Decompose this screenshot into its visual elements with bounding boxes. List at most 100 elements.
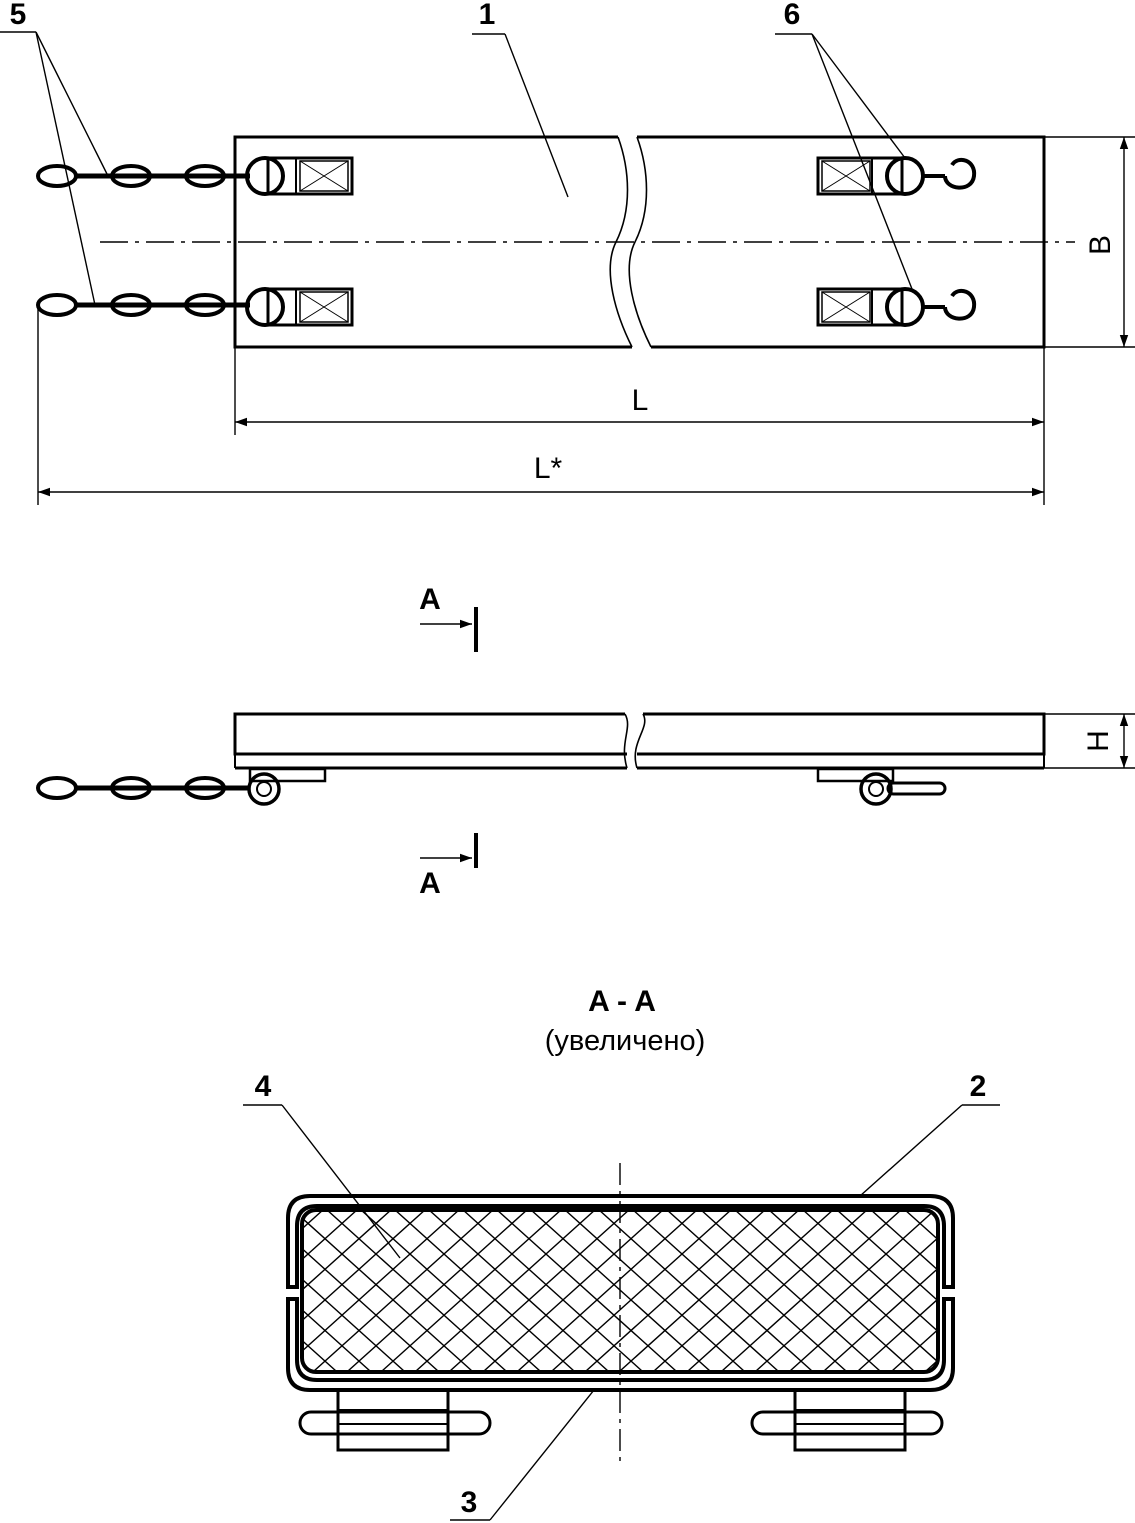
callout-2: 2: [859, 1070, 1000, 1197]
hatch-line: [0, 1200, 74, 1380]
svg-text:1: 1: [479, 0, 496, 31]
side-view: H A A: [36, 583, 1135, 900]
svg-text:A: A: [419, 867, 441, 900]
hatch-line: [1030, 1200, 1135, 1380]
dimension-b-label: B: [1084, 235, 1117, 255]
fastener-side-right: [816, 767, 947, 806]
hatch-line: [996, 1200, 1135, 1380]
dimension-l-label: L: [632, 384, 649, 417]
hatch-line: [0, 1200, 40, 1380]
hatch-line: [881, 1210, 938, 1372]
dimension-h: H: [1044, 713, 1135, 769]
hatch-line: [677, 1210, 879, 1372]
hatch-line: [745, 1210, 938, 1372]
dimension-b: B: [1044, 136, 1135, 348]
dimension-l-star-label: L*: [534, 452, 563, 485]
hatch-line: [655, 1210, 857, 1372]
hatch-line: [0, 1200, 176, 1380]
hatch-line: [927, 1210, 938, 1372]
fastener-left-top: [245, 156, 354, 196]
hatch-line: [0, 1200, 142, 1380]
hatch-line: [349, 1210, 551, 1372]
hatch-line: [405, 1210, 607, 1372]
hatch-line: [984, 1200, 1135, 1380]
fastener-left-bottom: [245, 287, 354, 327]
hatch-line: [302, 1210, 347, 1372]
hatch-line: [621, 1210, 823, 1372]
svg-text:3: 3: [461, 1486, 478, 1519]
callout-3: 3: [450, 1389, 595, 1521]
cover-shell: [286, 1194, 955, 1289]
hatch-line: [643, 1210, 845, 1372]
hatch-line: [78, 1200, 278, 1380]
break-line-left: [623, 713, 629, 769]
hatch-line: [451, 1210, 653, 1372]
hatch-line: [893, 1210, 938, 1372]
hatch-line: [302, 1210, 381, 1372]
hatch-line: [417, 1210, 619, 1372]
section-subtitle: (увеличено): [545, 1025, 706, 1057]
hatch-line: [302, 1210, 403, 1372]
callout-6: 6: [775, 0, 913, 290]
section-marker-top: A: [419, 583, 478, 652]
dimension-h-label: H: [1082, 730, 1115, 752]
hatch-line: [553, 1210, 755, 1372]
mat-body-left: [233, 135, 632, 349]
hatch-line: [962, 1200, 1135, 1380]
section-marker-bottom: A: [419, 833, 478, 900]
hatch-line: [337, 1210, 539, 1372]
hatch-line: [315, 1210, 517, 1372]
fastener-right-top: [816, 156, 977, 196]
hatch-line: [1086, 1200, 1135, 1380]
hatch-line: [302, 1210, 449, 1372]
svg-text:6: 6: [784, 0, 801, 31]
hatch-line: [779, 1210, 938, 1372]
hook-icon: [943, 157, 977, 190]
hatch-line: [44, 1200, 244, 1380]
hatch-line: [757, 1210, 938, 1372]
hatch-line: [303, 1210, 505, 1372]
chain-top: [36, 164, 250, 188]
svg-text:4: 4: [255, 1070, 272, 1103]
break-line-right: [634, 713, 646, 769]
hatch-line: [587, 1210, 789, 1372]
hatch-line: [813, 1210, 938, 1372]
dimension-l: L: [234, 347, 1045, 505]
hatch-line: [791, 1210, 938, 1372]
section-title: A - A: [588, 985, 656, 1018]
hatch-line: [302, 1210, 437, 1372]
plan-view: L L* B 5 1 6: [0, 0, 1135, 505]
hatch-line: [473, 1210, 675, 1372]
hatch-line: [689, 1210, 891, 1372]
hatch-line: [723, 1210, 925, 1372]
hatch-line: [609, 1210, 811, 1372]
hatch-line: [859, 1210, 938, 1372]
hatch-line: [507, 1210, 709, 1372]
hatch-line: [0, 1200, 108, 1380]
hatch-line: [541, 1210, 743, 1372]
clip-left: [298, 1390, 492, 1452]
hatch-line: [371, 1210, 573, 1372]
fastener-side-left: [247, 767, 327, 806]
section-a-a: A - A (увеличено) 4 2: [0, 985, 1135, 1521]
callout-5: 5: [0, 0, 109, 306]
svg-text:A: A: [419, 583, 441, 616]
fastener-right-bottom: [816, 287, 977, 327]
hook-icon: [943, 288, 977, 321]
hatch-line: [100, 1200, 300, 1380]
hatch-line: [485, 1210, 687, 1372]
hatch-line: [711, 1210, 913, 1372]
hatch-line: [575, 1210, 777, 1372]
hatch-line: [825, 1210, 938, 1372]
break-line-right: [628, 136, 652, 348]
hatch-line: [439, 1210, 641, 1372]
hatch-line: [847, 1210, 938, 1372]
hatch-line: [1052, 1200, 1135, 1380]
filler-hatch: [0, 1200, 1135, 1380]
dimension-l-star: L*: [37, 305, 1044, 505]
hatch-line: [302, 1210, 369, 1372]
hatch-line: [302, 1210, 313, 1372]
hatch-line: [950, 1200, 1135, 1380]
svg-text:5: 5: [10, 0, 27, 31]
